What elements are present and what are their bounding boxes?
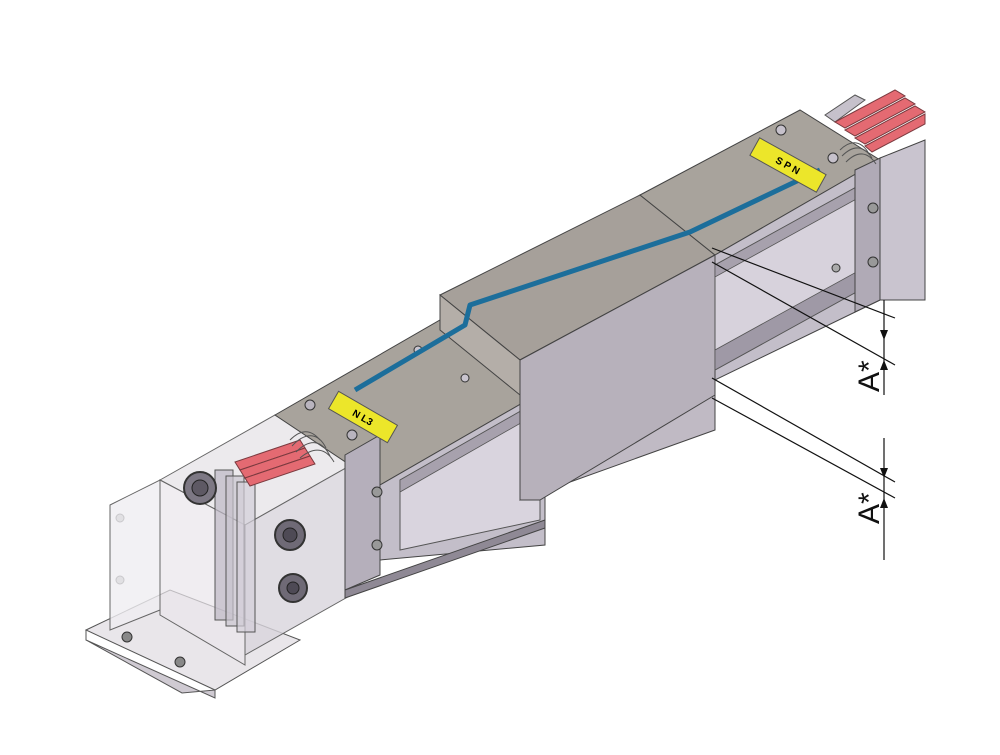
arrow-head — [880, 360, 888, 370]
joint-block — [439, 194, 716, 501]
arrow-head — [880, 498, 888, 508]
copper-bars — [824, 89, 927, 153]
arrow-head — [880, 468, 888, 478]
dimension-label-lower: A* — [853, 492, 886, 524]
extension-line — [711, 397, 896, 499]
arrow-head — [880, 330, 888, 340]
dimension-arrows — [880, 330, 888, 508]
dimension-label-upper: A* — [853, 360, 886, 392]
extension-line — [711, 377, 896, 483]
left-trunking-section — [274, 319, 546, 599]
phase-label-right: S P N — [749, 137, 827, 193]
phase-label-left: N L3 — [327, 390, 399, 444]
extension-line — [711, 247, 896, 319]
right-wire-fan — [839, 142, 877, 165]
extension-line — [711, 261, 896, 366]
dimension-callouts — [711, 247, 896, 560]
left-wire-fan — [289, 431, 335, 463]
stripe — [353, 167, 822, 393]
left-end-housing — [84, 414, 362, 699]
internal-conductors — [214, 439, 316, 633]
